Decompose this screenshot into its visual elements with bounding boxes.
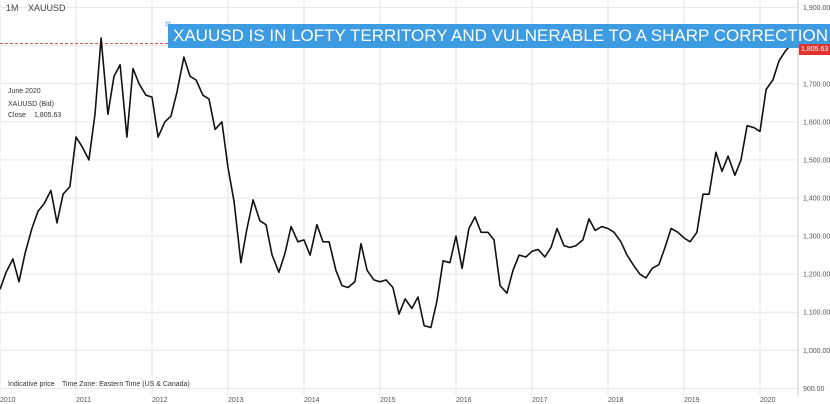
y-tick-label: 1,100.00 xyxy=(803,310,830,317)
y-tick-label: 1,300.00 xyxy=(803,234,830,241)
x-tick-label: 2017 xyxy=(532,397,548,404)
timezone-note: Time Zone: Eastern Time (US & Canada) xyxy=(62,381,190,388)
y-tick-label: 1,700.00 xyxy=(803,81,830,88)
x-tick-label: 2019 xyxy=(684,397,700,404)
x-tick-label: 2011 xyxy=(76,397,91,404)
last-price-tag: 1,805.63 xyxy=(799,44,830,55)
annotation-banner[interactable]: XAUUSD IS IN LOFTY TERRITORY AND VULNERA… xyxy=(168,24,830,48)
symbol-label[interactable]: XAUUSD xyxy=(28,3,66,13)
chart-grid xyxy=(0,0,799,396)
price-series-line xyxy=(0,37,793,329)
timeframe-label[interactable]: 1M xyxy=(6,3,19,13)
y-tick-label: 1,400.00 xyxy=(803,196,830,203)
indicative-price-note: Indicative price xyxy=(8,381,55,388)
x-tick-label: 2018 xyxy=(608,397,624,404)
info-instrument: XAUUSD (Bid) xyxy=(8,101,54,108)
y-tick-label: 900.00 xyxy=(803,386,825,393)
x-tick-label: 2020 xyxy=(760,397,776,404)
y-tick-label: 1,200.00 xyxy=(803,272,830,279)
y-tick-label: 1,000.00 xyxy=(803,348,830,355)
x-axis-ticks: 2010 2011 2012 2013 2014 2015 2016 2017 2018 2019… xyxy=(0,397,776,404)
y-tick-label: 1,900.00 xyxy=(803,5,830,12)
y-axis-ticks: 900.00 1,000.00 1,100.00 1,200.00 1,300.00 1,… xyxy=(803,5,830,393)
x-tick-label: 2014 xyxy=(304,397,320,404)
y-tick-label: 1,600.00 xyxy=(803,119,830,126)
info-close-value: 1,805.63 xyxy=(34,112,61,119)
y-tick-label: 1,500.00 xyxy=(803,157,830,164)
info-date: June 2020 xyxy=(8,88,41,95)
x-tick-label: 2012 xyxy=(152,397,168,404)
x-tick-label: 2010 xyxy=(0,397,16,404)
x-tick-label: 2013 xyxy=(228,397,244,404)
x-tick-label: 2016 xyxy=(456,397,472,404)
info-close-label: Close xyxy=(8,112,26,119)
x-tick-label: 2015 xyxy=(380,397,396,404)
